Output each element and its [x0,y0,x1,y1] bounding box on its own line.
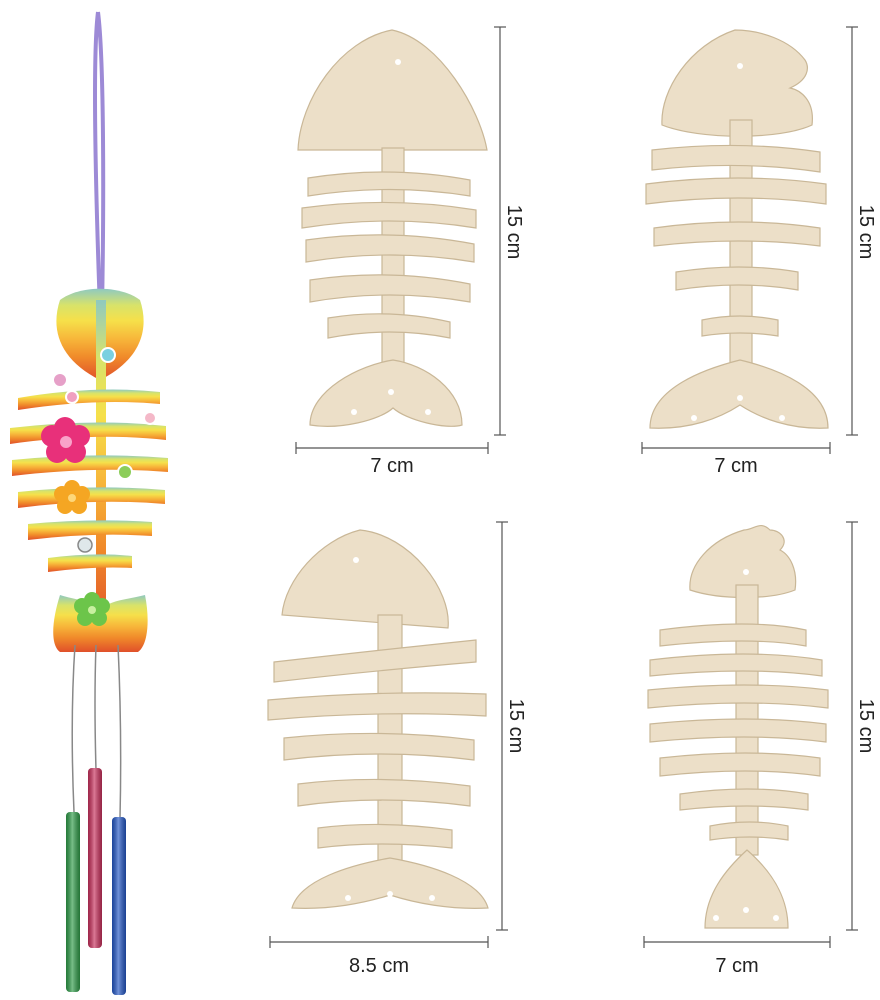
orange-flower-gem [54,480,90,514]
green-flower-gem [74,592,110,626]
pink-flower-gem [41,417,90,463]
fish-3-height-label: 15 cm [505,699,527,753]
fish-1-height-label: 15 cm [503,205,525,259]
fish-4-width-label: 7 cm [715,955,758,977]
wooden-fish-3 [267,529,489,909]
chime-tubes [66,768,126,995]
chime-strings [71,644,122,819]
fish-1-width-label: 7 cm [370,455,413,477]
wooden-fish-1 [297,29,488,427]
fish-2-height-label: 15 cm [855,205,877,259]
painted-fish-wind-chime [10,11,168,995]
wooden-fish-4 [647,525,829,929]
hanging-ribbon [92,11,106,311]
dimension-lines [269,26,858,948]
fish-4-height-label: 15 cm [855,699,877,753]
wooden-fish-2 [645,29,829,429]
gem-decorations [41,347,157,626]
fish-2-width-label: 7 cm [714,455,757,477]
fish-3-width-label: 8.5 cm [349,955,409,977]
